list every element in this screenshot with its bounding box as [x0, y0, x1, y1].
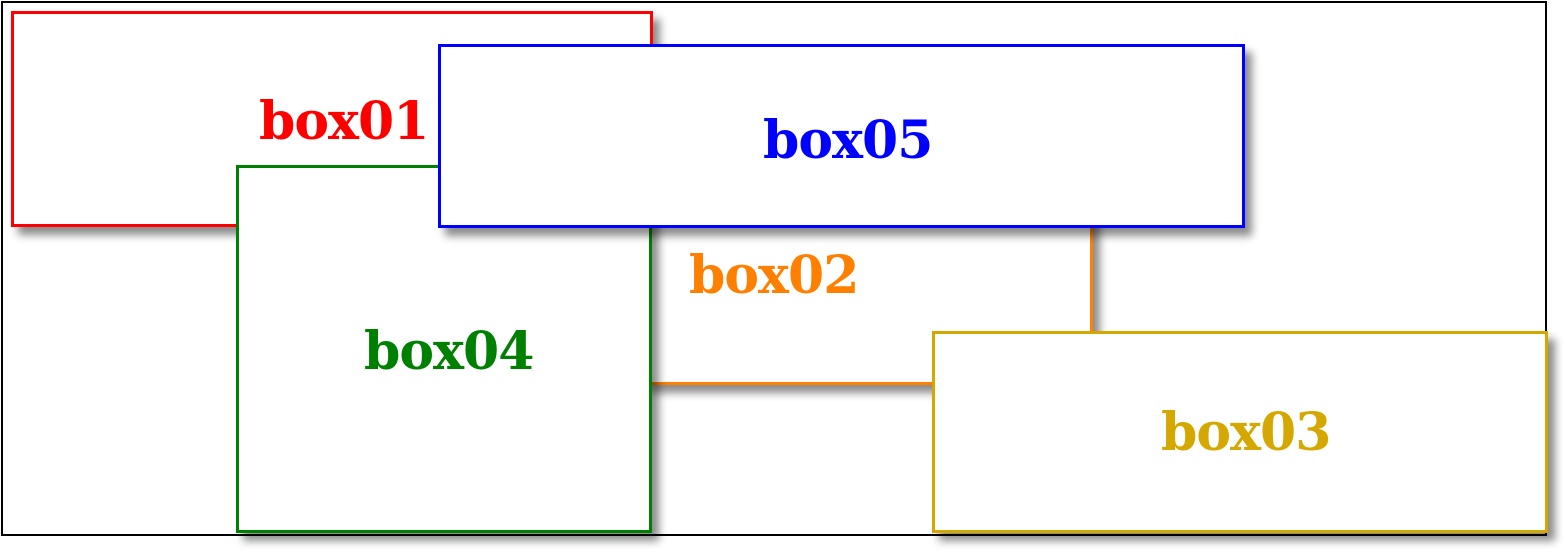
box03-label: box03 [1161, 402, 1331, 463]
diagram-canvas: box01 box02 box03 box04 box05 [1, 1, 1548, 536]
box04-label: box04 [364, 321, 534, 382]
box05: box05 [438, 44, 1245, 228]
box02-label: box02 [689, 245, 859, 306]
box05-label: box05 [763, 110, 933, 171]
box01-label: box01 [259, 91, 429, 152]
box03: box03 [932, 331, 1548, 533]
